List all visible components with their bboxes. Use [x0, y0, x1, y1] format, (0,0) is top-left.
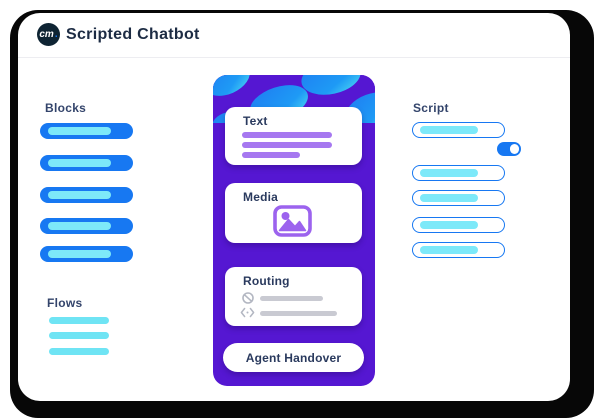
- script-pill-bar: [420, 126, 478, 134]
- agent-handover-button[interactable]: Agent Handover: [223, 343, 364, 372]
- block-pill[interactable]: [40, 246, 133, 262]
- flow-bar: [49, 348, 109, 355]
- block-pill-bar: [48, 222, 111, 230]
- flow-bar: [49, 317, 109, 324]
- text-card-label: Text: [243, 114, 268, 128]
- script-pill[interactable]: [412, 217, 505, 233]
- block-pill-bar: [48, 250, 111, 258]
- routing-card-label: Routing: [243, 274, 290, 288]
- routing-line: [260, 296, 323, 301]
- chatbot-builder-panel: Text Media Routing: [213, 75, 375, 386]
- header-divider: [18, 57, 570, 58]
- code-icon: [240, 307, 255, 318]
- flows-section-label: Flows: [47, 296, 83, 310]
- script-pill[interactable]: [412, 190, 505, 206]
- text-block-card[interactable]: Text: [225, 107, 362, 165]
- script-pill[interactable]: [412, 165, 505, 181]
- page-title: Scripted Chatbot: [66, 26, 200, 43]
- script-pill-bar: [420, 169, 478, 177]
- script-pill[interactable]: [412, 122, 505, 138]
- blocks-section-label: Blocks: [45, 101, 87, 115]
- cm-logo-icon: cm.: [37, 23, 60, 46]
- script-section-label: Script: [413, 101, 449, 115]
- app-window: cm. Scripted Chatbot Blocks Flows: [18, 13, 570, 401]
- script-pill[interactable]: [412, 242, 505, 258]
- block-pill[interactable]: [40, 187, 133, 203]
- toggle-switch[interactable]: [497, 142, 521, 156]
- flow-bar: [49, 332, 109, 339]
- script-pill-bar: [420, 221, 478, 229]
- block-pill[interactable]: [40, 123, 133, 139]
- block-pill-bar: [48, 159, 111, 167]
- block-pill[interactable]: [40, 155, 133, 171]
- block-icon: [242, 292, 254, 304]
- cm-logo-text: cm: [39, 29, 54, 40]
- text-line: [242, 142, 332, 148]
- text-line: [242, 132, 332, 138]
- media-card-label: Media: [243, 190, 279, 204]
- toggle-knob: [509, 144, 519, 154]
- script-pill-bar: [420, 194, 478, 202]
- text-line: [242, 152, 300, 158]
- block-pill-bar: [48, 127, 111, 135]
- routing-line: [260, 311, 337, 316]
- cm-logo-dot: .: [54, 29, 58, 40]
- script-pill-bar: [420, 246, 478, 254]
- block-pill[interactable]: [40, 218, 133, 234]
- media-block-card[interactable]: Media: [225, 183, 362, 243]
- routing-block-card[interactable]: Routing: [225, 267, 362, 326]
- image-icon: [273, 205, 312, 237]
- block-pill-bar: [48, 191, 111, 199]
